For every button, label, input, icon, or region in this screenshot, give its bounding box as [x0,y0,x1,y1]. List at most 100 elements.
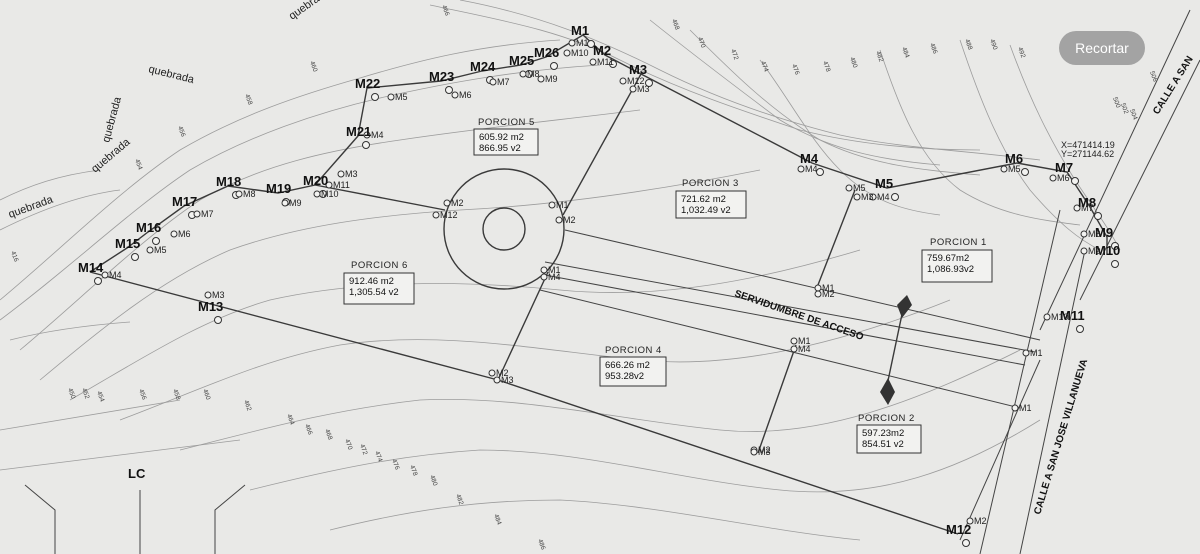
area-box [473,128,539,156]
contour-line [879,49,1081,226]
marker-label: M10 [1051,312,1069,322]
elevation-label: 460 [308,60,318,73]
marker-label: M5 [1008,164,1021,174]
porcion-title: PORCION 1 [930,237,987,248]
marker-label: M5 [154,245,167,255]
point-label: M18 [216,174,241,189]
survey-point [101,271,109,279]
marker-label: M8 [1088,229,1101,239]
survey-point [816,168,824,176]
survey-point [445,86,453,94]
point-label: M19 [266,181,291,196]
survey-point [790,345,798,353]
elevation-label: 470 [696,36,706,49]
road-edge [959,359,1041,541]
point-label: M16 [136,220,161,235]
survey-point [589,58,597,66]
elevation-label: 486 [536,538,546,551]
elevation-label: 482 [454,493,464,506]
contour-line [69,249,861,401]
survey-point [537,75,545,83]
elevation-label: 482 [874,50,884,63]
point-label: M7 [1055,160,1073,175]
area-box [921,249,993,283]
road-label: SERVIDUMBRE DE ACCESO [733,288,865,343]
elevation-label: 460 [201,388,211,401]
point-label: M5 [875,176,893,191]
north-arrow-icon [880,378,895,405]
elevation-label: 488 [963,38,973,51]
area-box [856,424,922,454]
contour-line [0,439,241,471]
area-box [343,272,415,305]
contour-line [9,321,131,341]
contour-line [0,64,601,321]
crop-button[interactable]: Recortar [1059,31,1145,65]
survey-point [489,78,497,86]
point-label: M11 [1060,308,1085,323]
marker-label: M4 [109,270,122,280]
north-arrow-icon [897,295,912,318]
marker-label: M11 [333,180,350,190]
road-edge [979,209,1061,554]
elevation-label: 466 [303,423,313,436]
marker-label: M3 [345,169,358,179]
point-label: M1 [571,23,589,38]
elevation-label: 484 [900,46,910,59]
survey-point [550,62,558,70]
elevation-label: 464 [285,413,295,426]
survey-point [363,131,371,139]
elevation-label: 450 [66,387,76,400]
survey-point [204,291,212,299]
survey-point [645,79,653,87]
road-edge [544,261,1036,353]
contour-line [459,0,1041,161]
contour-lines [0,0,1121,541]
survey-markers [94,39,1119,547]
marker-label: M10 [571,48,589,58]
roundabout-inner [482,207,526,251]
elevation-label: 484 [492,513,502,526]
survey-point [214,316,222,324]
survey-point [1043,313,1051,321]
point-label: M24 [470,59,496,74]
area-m2: 721.62 m2 [681,194,726,205]
elevation-label: 470 [343,438,353,451]
contour-line [0,39,561,301]
marker-label: M6 [178,229,191,239]
survey-point [853,193,861,201]
survey-point [609,60,617,68]
marker-label: M9 [545,74,558,84]
survey-point [962,539,970,547]
contour-line [429,4,981,151]
point-label: M15 [115,236,140,251]
parcel-boundaries [89,34,1108,535]
point-label: M21 [346,124,371,139]
contour-line [689,29,981,176]
survey-point [1080,247,1088,255]
survey-point [797,165,805,173]
contour-line [0,169,101,201]
parcel-6-edge [314,184,446,211]
point-label: M23 [429,69,454,84]
area-box [675,190,747,219]
elevation-label: 458 [243,93,253,106]
marker-label: M7 [201,209,214,219]
survey-point [1049,174,1057,182]
survey-point [891,193,899,201]
point-label: M20 [303,173,328,188]
marker-label: M5 [853,183,866,193]
marker-label: M8 [527,69,540,79]
contour-line [39,169,761,381]
elevation-label: 490 [988,38,998,51]
marker-label: M2 [758,445,771,455]
elevation-label: 468 [670,18,680,31]
road-label: CALLE A SAN JOSE VILLANUEVA [1032,358,1090,516]
elevation-label: 506 [1148,70,1158,83]
area-v2: 1,086.93v2 [927,264,974,275]
area-m2: 666.26 m2 [605,360,650,371]
survey-point [1080,230,1088,238]
point-label: M17 [172,194,197,209]
marker-label: M1 [1019,403,1032,413]
porcion-title: PORCION 6 [351,260,408,271]
